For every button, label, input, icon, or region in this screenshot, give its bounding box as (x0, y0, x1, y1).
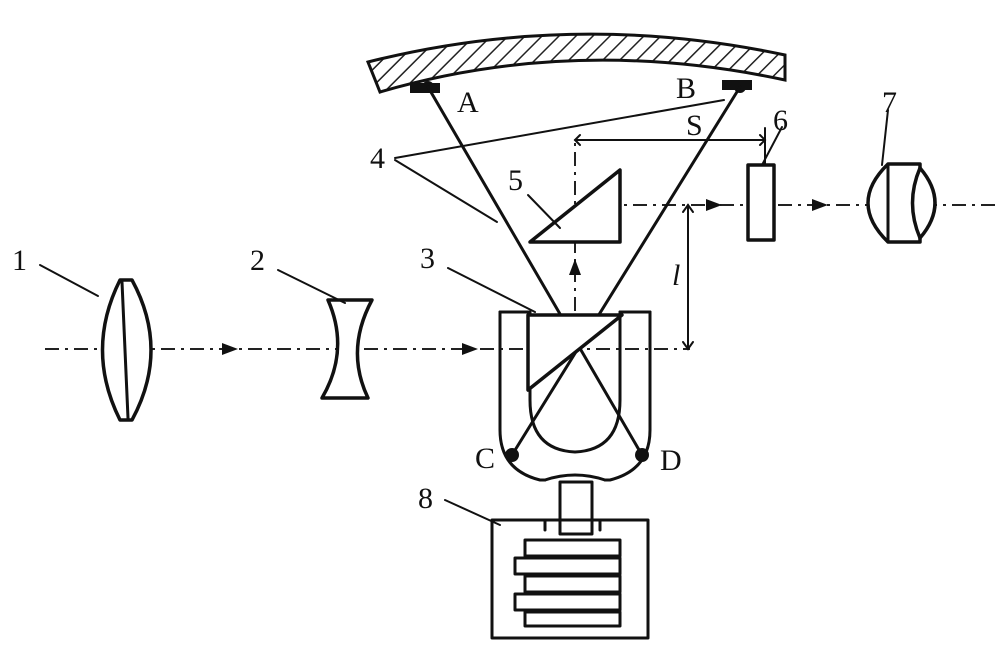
lens-2 (320, 298, 374, 400)
beam-b-c (510, 85, 742, 457)
label-a: A (457, 86, 479, 119)
curved-mirror (365, 32, 787, 94)
coil-4 (513, 592, 622, 612)
label-5: 5 (508, 164, 523, 197)
label-c: C (475, 442, 495, 475)
eyepiece-7-rear (910, 166, 937, 240)
pointer-4-b (394, 159, 498, 223)
dim-s-arrow-left (573, 134, 581, 146)
stem (558, 480, 594, 536)
point-c (505, 448, 519, 462)
coil-3 (523, 574, 622, 594)
mount-a (410, 83, 440, 93)
point-d (635, 448, 649, 462)
beam-a-d (426, 85, 644, 457)
holder-left-outer (498, 310, 547, 482)
label-2: 2 (250, 244, 265, 277)
coil-1 (523, 538, 622, 558)
holder-bottom (543, 473, 607, 482)
pointer-6 (761, 126, 783, 166)
axis-arrow-1 (222, 343, 238, 355)
label-7: 7 (882, 86, 897, 119)
eyepiece-7-front (866, 162, 922, 244)
label-4: 4 (370, 142, 385, 175)
lens-1-cement (120, 280, 130, 420)
base-8 (490, 518, 650, 640)
holder-inner (528, 310, 622, 454)
label-s: S (686, 109, 703, 142)
pointer-1 (39, 264, 99, 297)
axis-arrow-3 (706, 199, 722, 211)
axis-arrow-2 (462, 343, 478, 355)
dim-l-arrow-top (682, 203, 694, 213)
axis-arrow-vertical (569, 259, 581, 275)
holder-right-outer (603, 310, 652, 482)
prism-5 (528, 168, 622, 244)
coil-5 (523, 610, 622, 628)
lens-1 (100, 278, 153, 422)
pointer-3 (447, 267, 536, 313)
pointer-7 (881, 109, 889, 166)
label-3: 3 (420, 242, 435, 275)
pointer-4-a (394, 99, 725, 159)
coil-2 (513, 556, 622, 576)
label-l: l (672, 259, 680, 292)
label-d: D (660, 444, 682, 477)
axis-arrow-4 (812, 199, 828, 211)
dim-l-arrow-bottom (682, 341, 694, 351)
pointer-5 (527, 194, 561, 229)
label-8: 8 (418, 482, 433, 515)
plate-6 (746, 163, 776, 242)
mount-b (722, 80, 752, 90)
pointer-8 (444, 499, 501, 526)
beam-splitter-3 (526, 313, 624, 392)
pointer-2 (277, 269, 346, 304)
label-b: B (676, 72, 696, 105)
label-1: 1 (12, 244, 27, 277)
label-6: 6 (773, 104, 788, 137)
